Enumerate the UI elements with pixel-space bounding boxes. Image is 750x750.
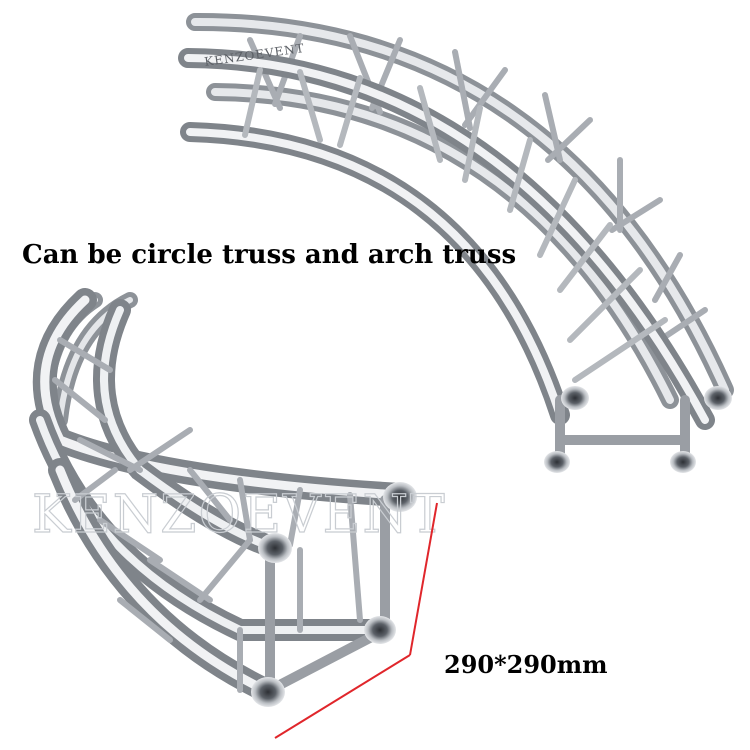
dimension-lines xyxy=(274,502,438,739)
headline-caption: Can be circle truss and arch truss xyxy=(22,240,517,270)
circle-truss-lower-left xyxy=(29,288,417,707)
dimension-label: 290*290mm xyxy=(444,650,608,679)
arch-truss-upper-right: KENZOEVENT xyxy=(178,12,734,473)
watermark-text: KENZOEVENT xyxy=(32,485,447,545)
